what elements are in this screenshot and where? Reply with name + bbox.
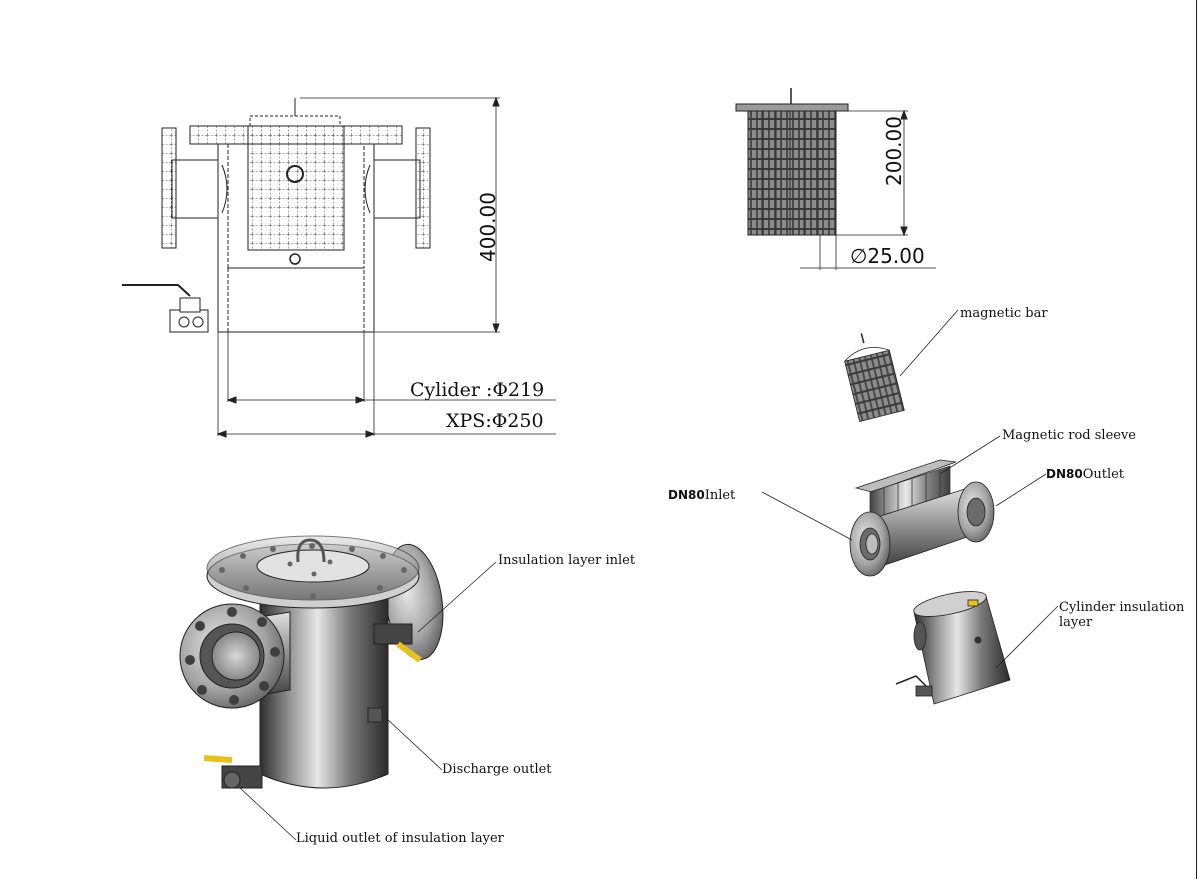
isometric-view: [179, 535, 444, 789]
magnetic-bar-front-view: [735, 88, 936, 270]
label-dn80-outlet-prefix: DN80: [1046, 467, 1083, 481]
dimension-bar-height: 200.00: [882, 116, 906, 186]
label-dn80-inlet-prefix: DN80: [668, 488, 705, 502]
leader-lines: [239, 309, 1059, 841]
label-dn80-outlet-suffix: Outlet: [1082, 467, 1125, 482]
label-dn80-inlet: DN80Inlet: [668, 488, 735, 503]
label-magnetic-bar: magnetic bar: [960, 306, 1048, 321]
label-dn80-inlet-suffix: Inlet: [704, 488, 736, 503]
magnetic-rod-sleeve-exploded: [849, 459, 995, 577]
dimension-bar-diameter: ∅25.00: [850, 244, 925, 268]
label-discharge-outlet: Discharge outlet: [442, 762, 552, 777]
front-view: [122, 96, 556, 438]
dimension-xps-diameter: XPS:Φ250: [446, 410, 544, 432]
dimension-cylinder-diameter: Cylider :Φ219: [410, 379, 545, 401]
label-liquid-outlet: Liquid outlet of insulation layer: [296, 831, 504, 846]
cylinder-insulation-exploded: [895, 591, 1011, 705]
label-magnetic-rod-sleeve: Magnetic rod sleeve: [1002, 428, 1136, 443]
sheet-border-right: [1196, 0, 1197, 879]
dimension-height-total: 400.00: [476, 192, 500, 262]
label-insulation-layer-inlet: Insulation layer inlet: [498, 553, 636, 568]
magnetic-bar-exploded: [844, 333, 905, 422]
label-cylinder-insulation-line2: layer: [1059, 615, 1093, 630]
label-cylinder-insulation-line1: Cylinder insulation: [1059, 600, 1185, 615]
label-dn80-outlet: DN80Outlet: [1046, 467, 1124, 482]
